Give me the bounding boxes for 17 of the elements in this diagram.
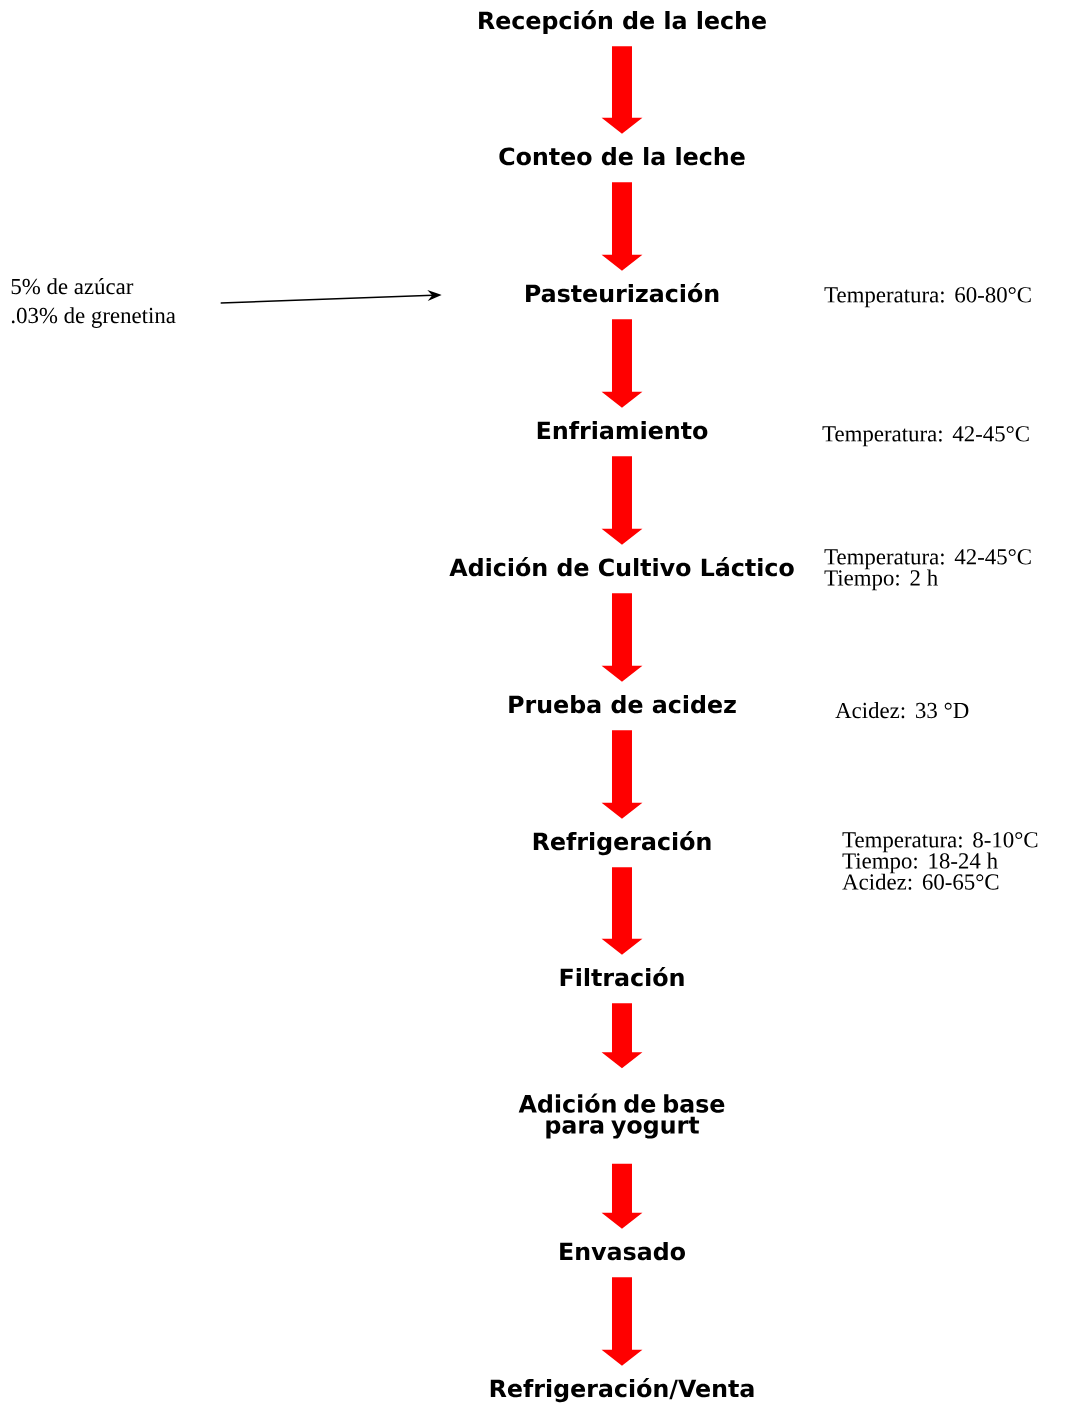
step-label: Envasado <box>560 1242 685 1261</box>
input-label: 5% de azúcar .03% de grenetina <box>11 278 176 328</box>
condition-note: Temperatura: 42-45°C Tiempo: 2 h <box>824 549 1031 591</box>
step-label: Conteo de la leche <box>499 147 745 166</box>
step-label: Recepción de la leche <box>479 10 766 34</box>
step-label: Adición de Cultivo Láctico <box>449 557 794 577</box>
step-label: Prueba de acidez <box>509 695 736 714</box>
step-label: Refrigeración/Venta <box>490 1378 754 1403</box>
condition-note: Temperatura: 42-45°C <box>822 426 1029 447</box>
condition-note: Temperatura: 8-10°C Tiempo: 18-24 h Acidez: 60-65°C <box>842 832 1038 890</box>
step-label: Filtración <box>560 967 684 987</box>
step-label: Refrigeración <box>533 831 711 856</box>
condition-note: Temperatura: 60-80°C <box>824 287 1031 308</box>
step-label: Adición de base para yogurt <box>518 1093 725 1139</box>
step-label: Pasteurización <box>526 283 719 303</box>
condition-note: Acidez: 33 °D <box>835 702 969 719</box>
step-label: Enfriamiento <box>537 421 708 440</box>
